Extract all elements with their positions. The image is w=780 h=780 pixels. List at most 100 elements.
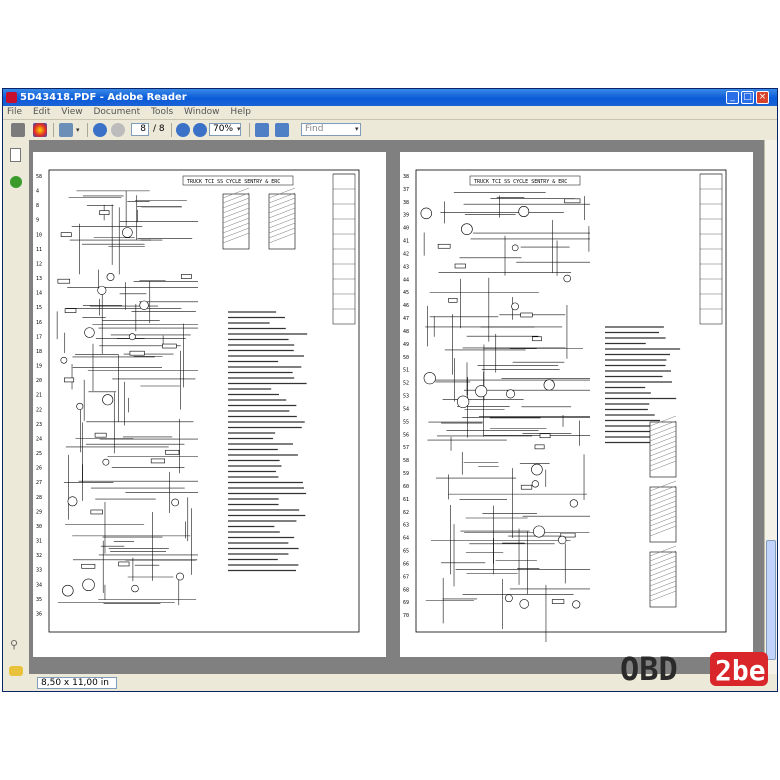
row-number: 58 (403, 458, 409, 464)
row-number: 55 (403, 419, 409, 425)
watermark-text-a: OBD (620, 650, 678, 688)
component-box (129, 350, 145, 356)
component-circle (171, 498, 179, 507)
window-title: 5D43418.PDF - Adobe Reader (20, 92, 187, 103)
menu-file[interactable]: File (7, 107, 23, 117)
row-number: 57 (403, 445, 409, 451)
component-box (118, 561, 130, 567)
component-box (448, 298, 458, 303)
close-button[interactable]: × (756, 91, 769, 104)
row-number: 66 (403, 561, 409, 567)
maximize-button[interactable]: □ (741, 91, 754, 104)
component-box (57, 278, 71, 284)
row-number: 27 (36, 480, 42, 486)
hand-tool-icon[interactable] (59, 123, 73, 137)
reader-window: 5D43418.PDF - Adobe Reader _ □ × File Ed… (2, 88, 778, 692)
row-number: 45 (403, 290, 409, 296)
next-page-icon[interactable] (111, 123, 125, 137)
row-number: 41 (403, 239, 409, 245)
row-number: 63 (403, 523, 409, 529)
component-box (81, 563, 96, 569)
component-circle (420, 207, 432, 220)
row-number: 44 (403, 277, 409, 283)
row-number: 13 (36, 276, 42, 282)
row-number: 42 (403, 251, 409, 257)
chevron-down-icon[interactable]: ▾ (76, 126, 80, 134)
fit-page-icon[interactable] (255, 123, 269, 137)
component-box (437, 243, 451, 249)
component-circle (572, 600, 581, 609)
fit-width-icon[interactable] (275, 123, 289, 137)
menu-edit[interactable]: Edit (32, 107, 51, 117)
row-number: 60 (403, 484, 409, 490)
help-icon[interactable] (10, 176, 22, 188)
zoom-out-icon[interactable] (176, 123, 190, 137)
menu-document[interactable]: Document (93, 107, 141, 117)
component-circle (128, 333, 136, 341)
menu-view[interactable]: View (61, 107, 83, 117)
row-number: 4 (36, 189, 39, 195)
zoom-input[interactable]: 70% (209, 123, 241, 136)
row-number: 11 (36, 247, 42, 253)
component-circle (84, 327, 95, 338)
find-input[interactable]: Find (301, 123, 361, 136)
row-number: 67 (403, 574, 409, 580)
previous-page-icon[interactable] (93, 123, 107, 137)
menu-window[interactable]: Window (184, 107, 220, 117)
component-box (454, 263, 466, 269)
row-number: 33 (36, 568, 42, 574)
watermark-text-b: 2be (715, 654, 766, 687)
page-number-input[interactable]: 8 (131, 123, 149, 136)
pages-icon[interactable] (10, 148, 21, 162)
menu-help[interactable]: Help (230, 107, 251, 117)
row-number: 36 (36, 611, 42, 617)
wiring-schematic-left: TRUCK TCI SS CYCLE SENTRY & ERC584891011… (36, 169, 360, 633)
row-number: 58 (36, 174, 42, 180)
page-total: / 8 (153, 124, 165, 134)
row-number: 19 (36, 364, 42, 370)
component-circle (176, 572, 184, 581)
component-circle (423, 372, 436, 385)
row-number: 38 (403, 200, 409, 206)
component-circle (62, 584, 74, 597)
row-number: 64 (403, 536, 409, 542)
minimize-button[interactable]: _ (726, 91, 739, 104)
row-number: 52 (403, 381, 409, 387)
attachments-icon[interactable]: ⚲ (10, 638, 19, 651)
component-circle (506, 389, 515, 399)
title-bar[interactable]: 5D43418.PDF - Adobe Reader _ □ × (3, 89, 777, 106)
row-number: 65 (403, 549, 409, 555)
component-box (180, 274, 192, 279)
component-box (64, 308, 77, 313)
row-number: 12 (36, 261, 42, 267)
find-dropdown-icon[interactable]: ▾ (355, 125, 359, 133)
comments-icon[interactable] (9, 666, 23, 676)
header-box (182, 175, 294, 186)
component-circle (511, 302, 519, 311)
zoom-in-icon[interactable] (193, 123, 207, 137)
component-circle (511, 244, 519, 252)
row-number: 15 (36, 305, 42, 311)
menu-tools[interactable]: Tools (151, 107, 174, 117)
row-number: 69 (403, 600, 409, 606)
row-number: 54 (403, 406, 409, 412)
zoom-dropdown-icon[interactable]: ▾ (237, 125, 241, 133)
row-number: 56 (403, 432, 409, 438)
row-number: 20 (36, 378, 42, 384)
component-box (551, 599, 565, 604)
vertical-scrollbar[interactable] (764, 140, 777, 674)
print-icon[interactable] (11, 123, 25, 137)
collaborate-icon[interactable] (33, 123, 47, 137)
watermark-logo: OBD 2be (620, 648, 770, 688)
component-circle (504, 594, 513, 603)
component-circle (82, 578, 95, 592)
scrollbar-thumb[interactable] (766, 540, 776, 660)
component-box (539, 433, 551, 439)
row-number: 8 (36, 203, 39, 209)
component-circle (533, 525, 545, 538)
row-number: 9 (36, 218, 39, 224)
component-circle (97, 285, 107, 295)
component-box (150, 458, 165, 464)
row-number: 47 (403, 316, 409, 322)
